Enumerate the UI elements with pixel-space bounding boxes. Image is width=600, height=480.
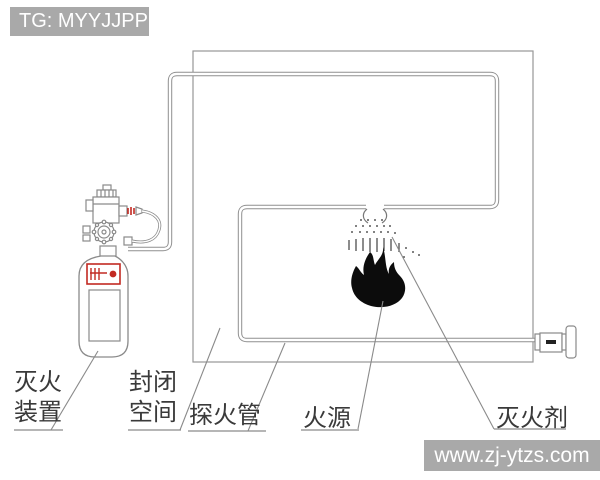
flame-icon — [351, 247, 406, 308]
pressure-loop-tube — [131, 209, 162, 244]
label-enclosed-space-line2: 空间 — [129, 400, 177, 426]
end-of-line-fitting — [534, 325, 577, 359]
watermark-badge-top: TG: MYYJJPP — [10, 7, 149, 36]
label-extinguishing-agent: 灭火剂 — [496, 406, 568, 432]
red-port-fitting — [127, 207, 135, 215]
label-detection-tube: 探火管 — [189, 403, 261, 429]
leader-line-agent — [391, 236, 495, 430]
leader-line-tube — [247, 342, 286, 432]
watermark-badge-bottom: www.zj-ytzs.com — [424, 440, 600, 471]
label-enclosed-space: 封闭 空间 — [129, 368, 177, 428]
fire-detection-tube — [128, 71, 536, 343]
valve-handwheel — [91, 219, 117, 245]
label-extinguishing-device: 灭火 装置 — [14, 368, 62, 428]
leader-line-device — [50, 350, 99, 431]
leader-line-fire — [357, 300, 384, 430]
label-enclosed-space-line1: 封闭 — [129, 370, 177, 396]
agent-spray-icon — [348, 219, 420, 258]
tube-rupture-nozzle — [362, 208, 388, 224]
cylinder-valve-actuator — [82, 184, 143, 258]
enclosure-outline — [192, 50, 534, 363]
cylinder-red-label-marks — [90, 268, 117, 280]
cylinder-red-label — [86, 263, 121, 285]
label-extinguishing-device-line2: 装置 — [14, 400, 62, 426]
cylinder-panel — [88, 289, 121, 342]
extinguisher-cylinder — [78, 255, 129, 358]
leader-line-space — [179, 327, 221, 431]
label-extinguishing-device-line1: 灭火 — [14, 370, 62, 396]
label-fire-source: 火源 — [303, 406, 351, 432]
